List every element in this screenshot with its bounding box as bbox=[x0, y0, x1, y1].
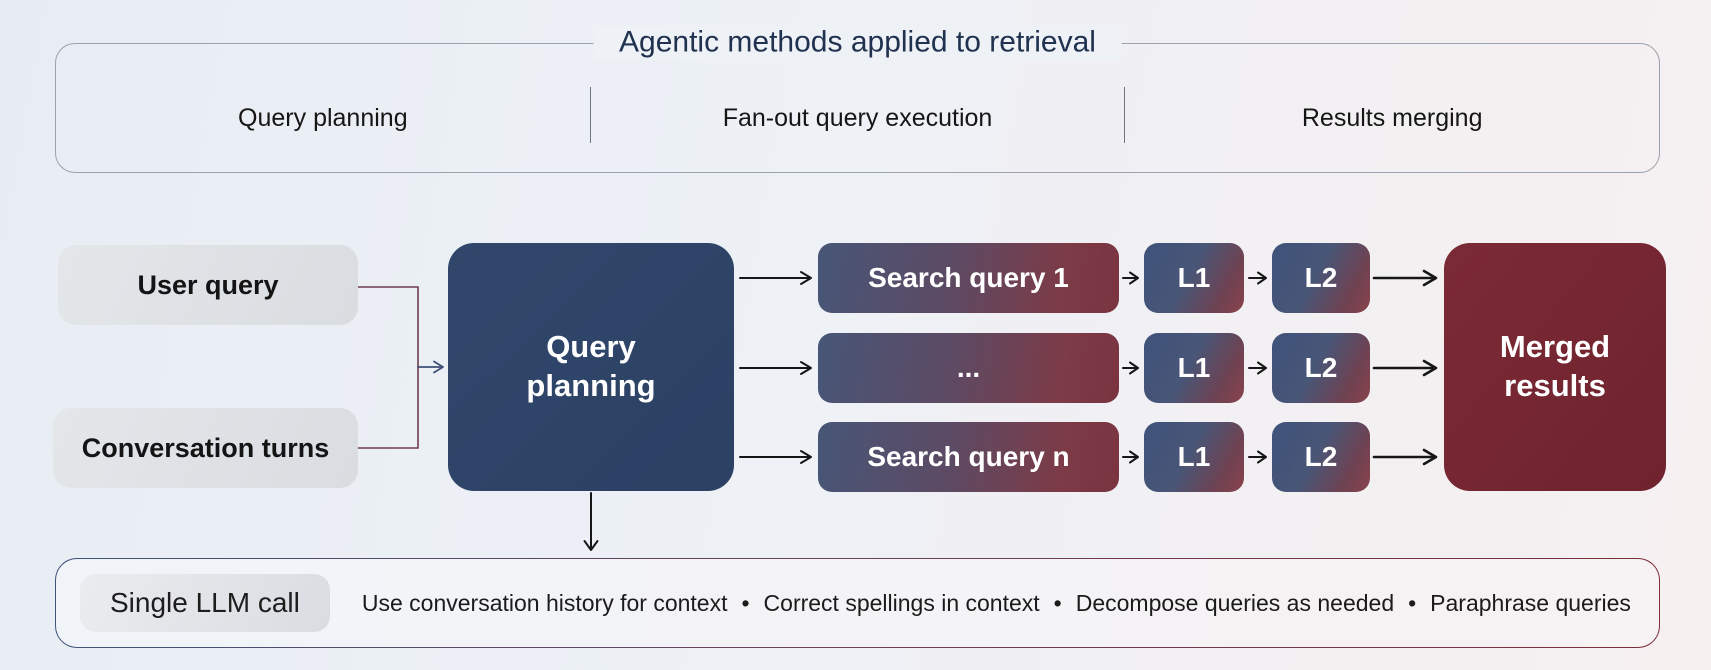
arrow-planning-to-search-1 bbox=[739, 271, 812, 285]
capability-item: Correct spellings in context bbox=[763, 589, 1040, 616]
capability-item: Paraphrase queries bbox=[1430, 589, 1631, 616]
query-planning-box: Query planning bbox=[448, 243, 734, 491]
bullet-separator: • bbox=[1408, 589, 1417, 616]
merged-results-box: Merged results bbox=[1444, 243, 1666, 491]
merged-results-label-line1: Merged bbox=[1499, 329, 1611, 365]
l2-box-row3: L2 bbox=[1272, 422, 1370, 492]
section-fanout-execution: Fan-out query execution bbox=[722, 103, 993, 132]
query-planning-label-line2: planning bbox=[526, 368, 656, 403]
section-results-merging: Results merging bbox=[1301, 103, 1483, 132]
inputs-merge-bracket bbox=[358, 286, 419, 449]
user-query-box: User query bbox=[58, 245, 358, 325]
l1-box-row1: L1 bbox=[1144, 243, 1244, 313]
capability-item: Use conversation history for context bbox=[361, 589, 728, 616]
arrow-search-to-l1-row1 bbox=[1122, 271, 1139, 285]
arrow-search-to-l1-row3 bbox=[1122, 450, 1139, 464]
arrow-l1-to-l2-row3 bbox=[1248, 450, 1267, 464]
section-query-planning: Query planning bbox=[238, 103, 408, 132]
arrow-l1-to-l2-row2 bbox=[1248, 361, 1267, 375]
arrow-l2-to-merged-row1 bbox=[1372, 269, 1438, 287]
methods-panel: Agentic methods applied to retrieval Que… bbox=[55, 25, 1660, 173]
bullet-separator: • bbox=[1053, 589, 1062, 616]
l2-box-row1: L2 bbox=[1272, 243, 1370, 313]
capability-item: Decompose queries as needed bbox=[1075, 589, 1395, 616]
search-query-1-box: Search query 1 bbox=[818, 243, 1119, 313]
arrow-l1-to-l2-row1 bbox=[1248, 271, 1267, 285]
diagram-title: Agentic methods applied to retrieval bbox=[593, 25, 1122, 60]
arrow-l2-to-merged-row3 bbox=[1372, 448, 1438, 466]
l1-box-row2: L1 bbox=[1144, 333, 1244, 403]
arrow-l2-to-merged-row2 bbox=[1372, 359, 1438, 377]
arrow-planning-to-search-2 bbox=[739, 361, 812, 375]
query-planning-label-line1: Query bbox=[546, 329, 636, 365]
arrow-inputs-to-query-planning bbox=[417, 360, 444, 374]
arrow-planning-to-llm-panel bbox=[583, 492, 599, 551]
method-sections: Query planning Fan-out query execution R… bbox=[56, 44, 1659, 172]
search-query-ellipsis-box: ... bbox=[818, 333, 1119, 403]
section-divider bbox=[589, 87, 591, 143]
single-llm-call-badge: Single LLM call bbox=[80, 574, 330, 632]
section-divider bbox=[1124, 87, 1126, 143]
arrow-search-to-l1-row2 bbox=[1122, 361, 1139, 375]
l1-box-row3: L1 bbox=[1144, 422, 1244, 492]
single-llm-call-panel: Single LLM call Use conversation history… bbox=[55, 558, 1660, 648]
search-query-n-box: Search query n bbox=[818, 422, 1119, 492]
conversation-turns-box: Conversation turns bbox=[53, 408, 358, 488]
llm-capabilities-text: Use conversation history for context • Cor… bbox=[362, 590, 1631, 617]
arrow-planning-to-search-3 bbox=[739, 450, 812, 464]
bullet-separator: • bbox=[741, 589, 750, 616]
l2-box-row2: L2 bbox=[1272, 333, 1370, 403]
merged-results-label-line2: results bbox=[1504, 368, 1606, 403]
